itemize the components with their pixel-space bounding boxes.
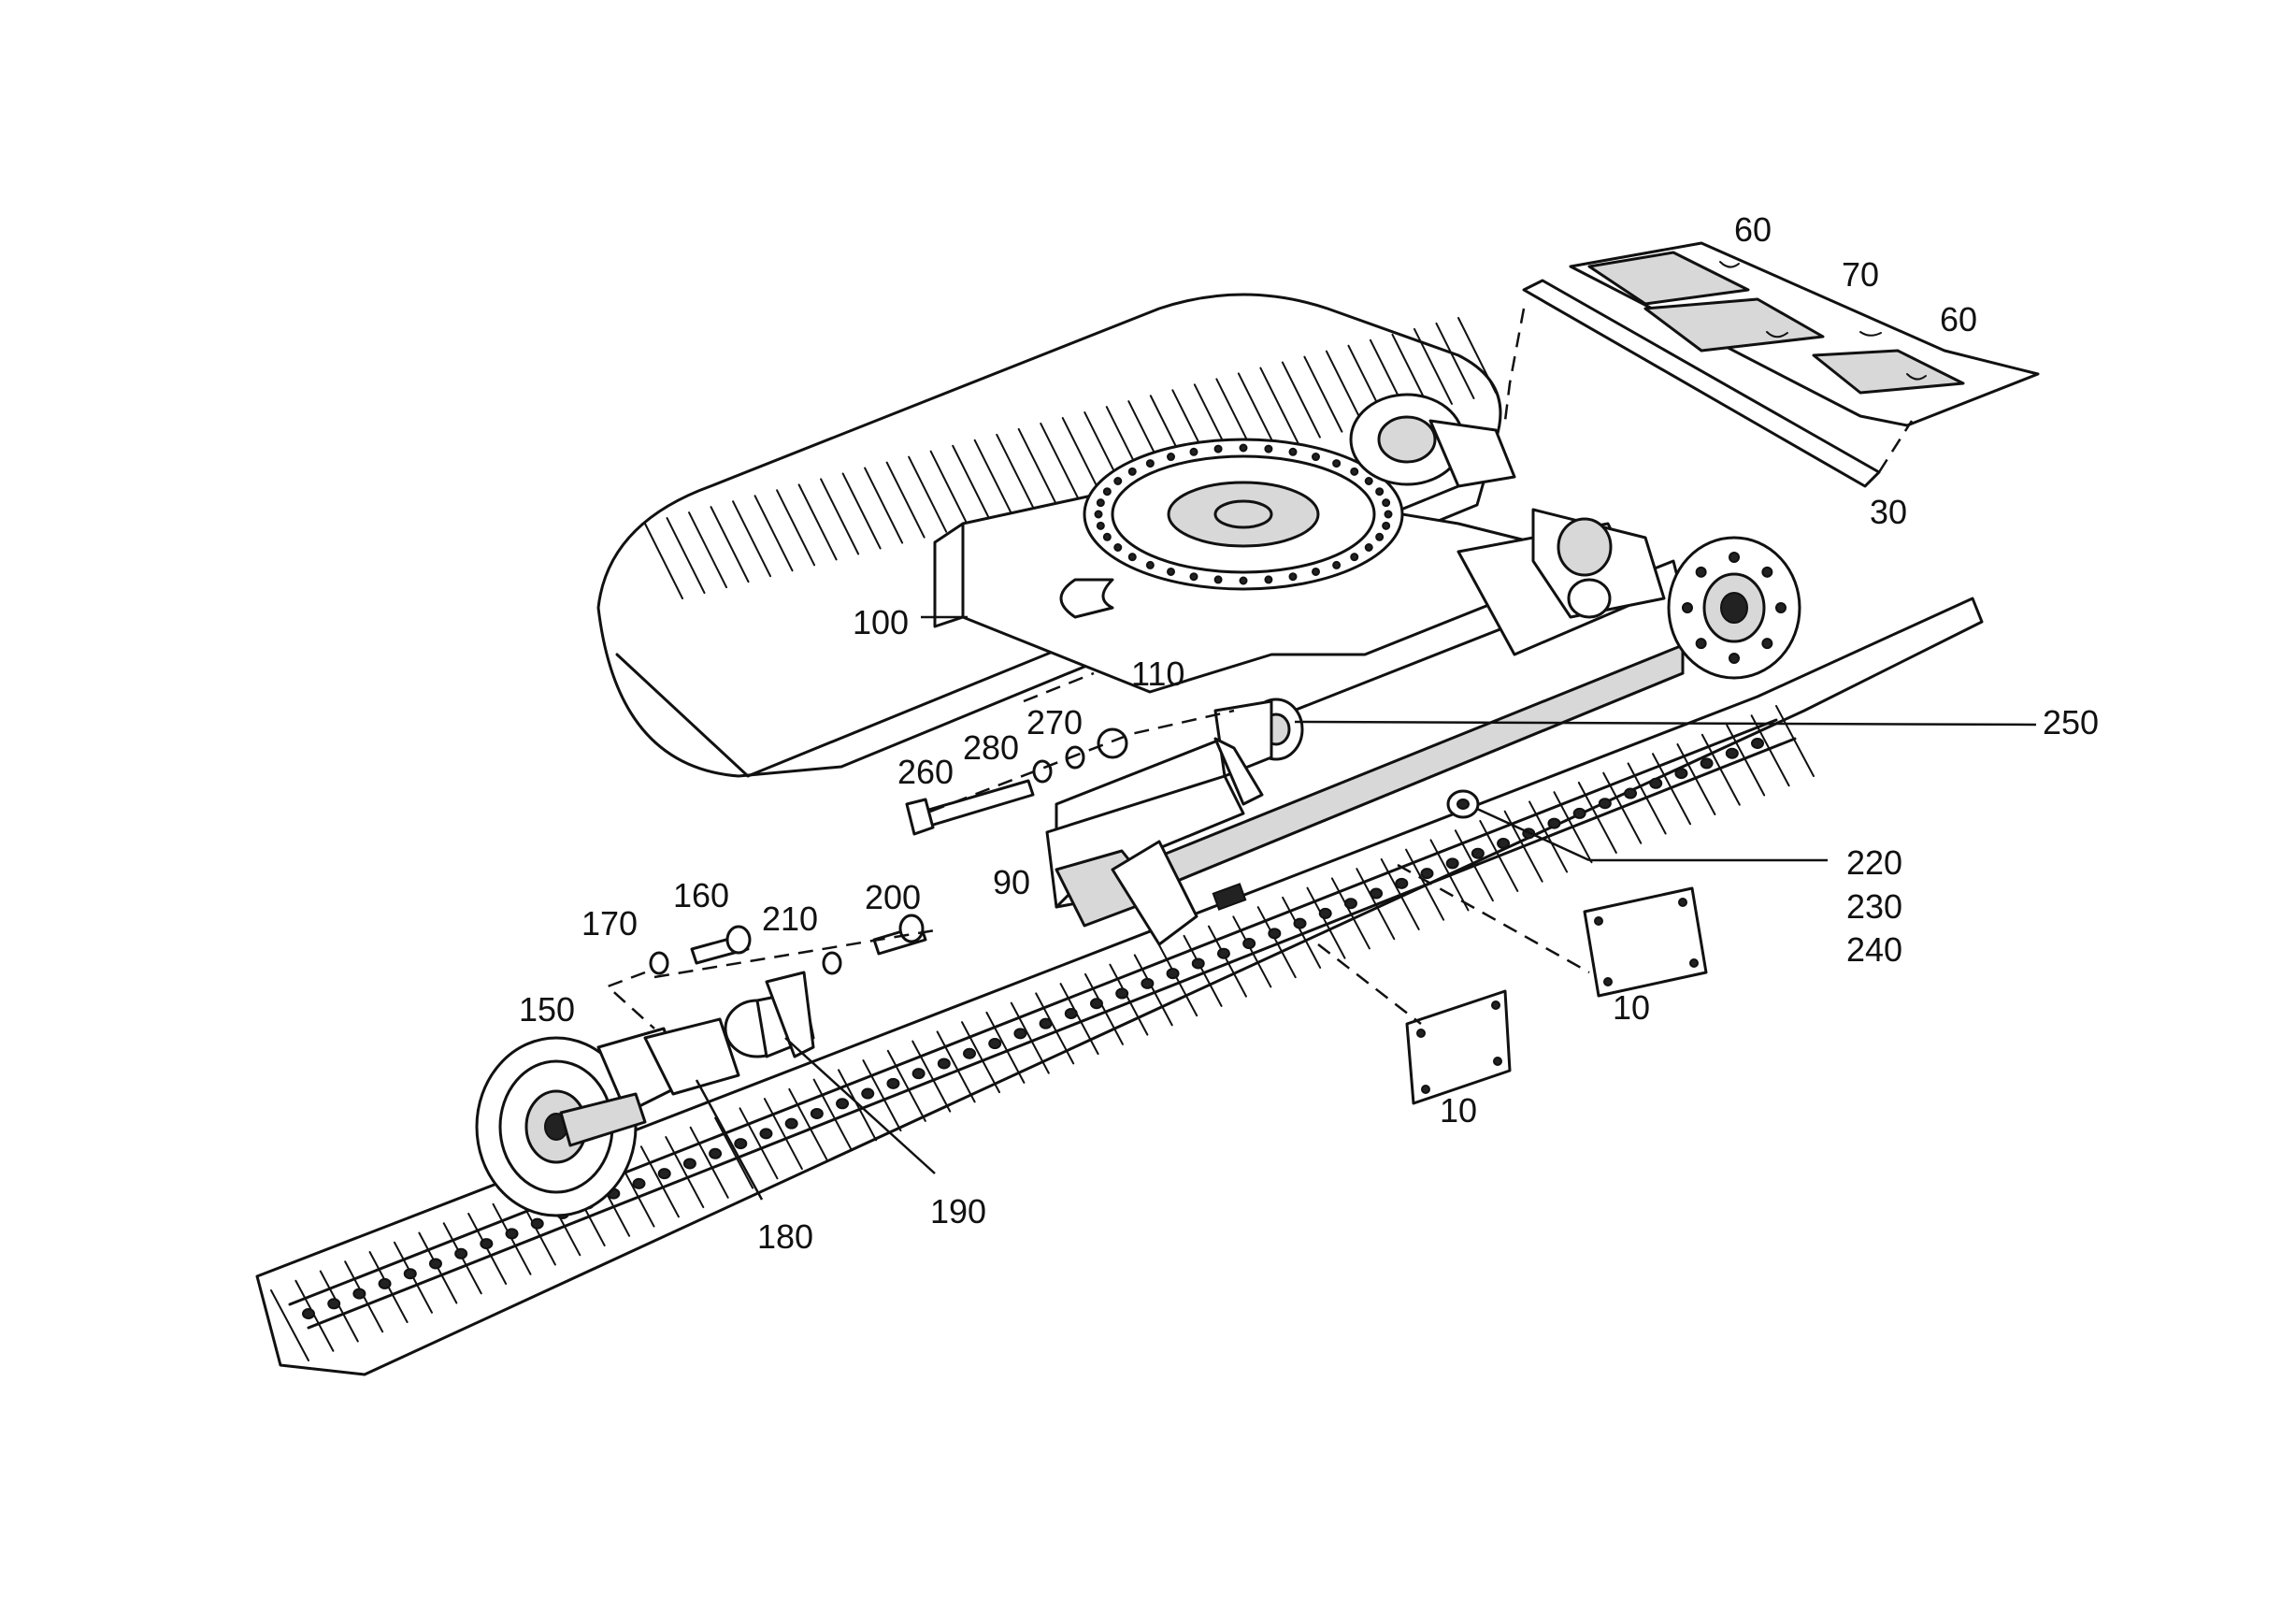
leader-lines [695,615,2037,1201]
swing-bearing-ring [1059,438,1404,619]
track-guard-cover [1503,241,2040,488]
assembly-lines [605,671,1590,1029]
callout-180: 180 [757,1217,813,1256]
washer-280 [1032,759,1053,784]
bolt-260 [905,779,1035,836]
washer-270 [1065,745,1085,770]
callout-30: 30 [1870,493,1907,531]
final-drive-sprocket [1531,508,1801,680]
bolt-160 [690,925,752,965]
callout-labels: 60 70 60 30 100 110 250 270 280 260 90 2… [519,210,2099,1256]
callout-10b: 10 [1440,1091,1477,1130]
grease-fitting-220 [1446,789,1480,819]
callout-110: 110 [1131,655,1184,693]
callout-270: 270 [1026,703,1083,741]
callout-210: 210 [762,900,818,938]
callout-220: 220 [1846,843,1902,882]
callout-170: 170 [581,904,638,943]
rear-drive-motor [1349,393,1516,488]
nut-270 [1097,727,1128,759]
callout-230: 230 [1846,887,1902,926]
cover-plate-lower [1405,989,1512,1105]
callout-100: 100 [853,603,909,641]
callout-60b: 60 [1940,300,1977,338]
callout-250: 250 [2043,703,2099,741]
callout-240: 240 [1846,930,1902,969]
callout-70: 70 [1842,255,1879,294]
idler-yoke-frame [1045,774,1247,946]
idler-wheel-assembly [475,971,815,1217]
callout-260: 260 [897,753,954,791]
callout-160: 160 [673,876,729,914]
callout-190: 190 [930,1192,986,1231]
callout-280: 280 [963,728,1019,767]
callout-10a: 10 [1613,988,1650,1027]
front-crawler-track [255,597,1984,1376]
callout-60a: 60 [1734,210,1772,249]
bolt-200 [872,914,927,956]
callout-150: 150 [519,990,575,1029]
callout-90: 90 [993,863,1030,901]
cover-plate-upper [1583,886,1708,998]
washer-210 [822,951,842,975]
callout-200: 200 [865,878,921,916]
track-adjuster-cylinder [1213,698,1304,806]
washer-170 [649,951,669,975]
